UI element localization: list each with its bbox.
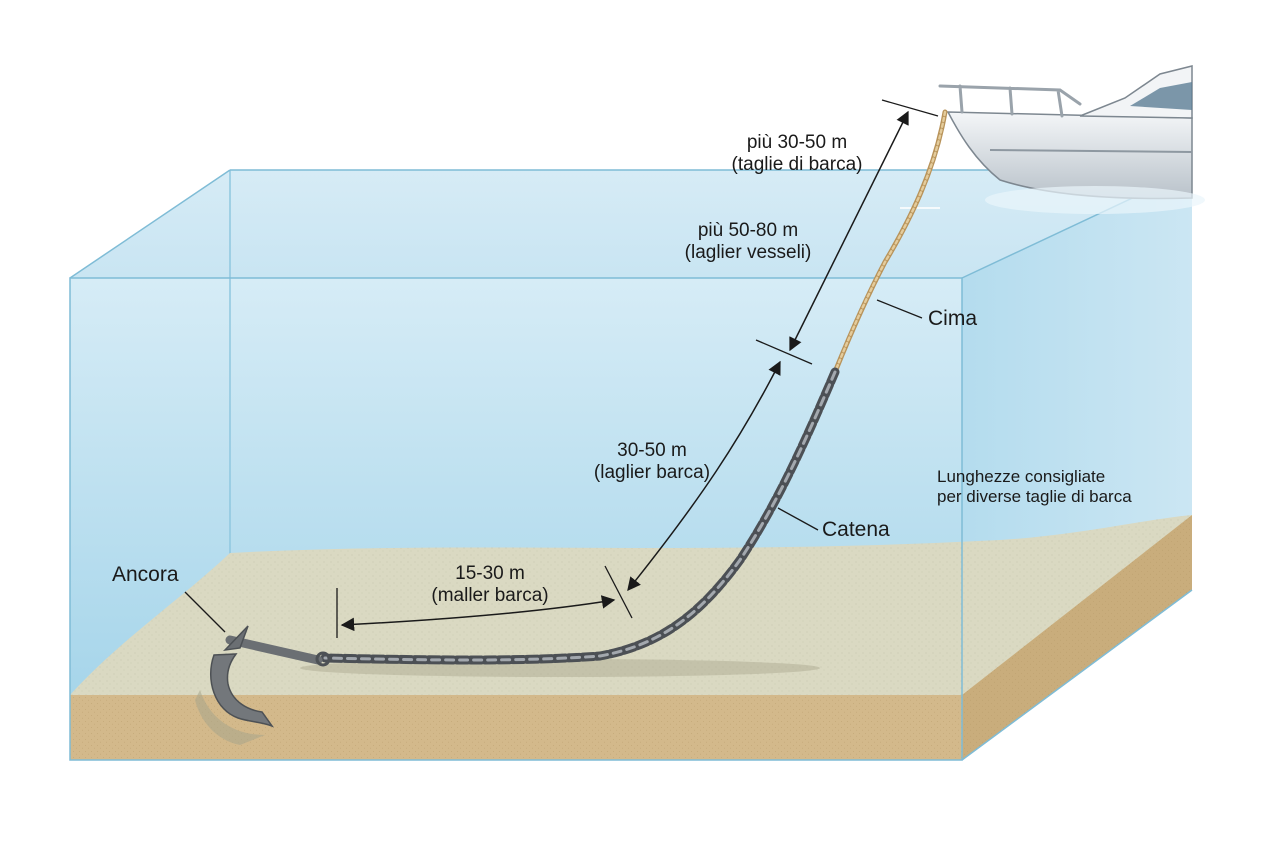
boat-wake <box>985 186 1205 214</box>
catena-label: Catena <box>822 518 890 541</box>
catena-leader <box>777 507 819 531</box>
anchor-ring <box>315 651 331 667</box>
anchor-arm <box>210 653 275 728</box>
tank-front-outline <box>69 277 963 761</box>
measure-4-note: (maller barca) <box>431 584 549 606</box>
measure-2-note: (laglier vesseli) <box>684 241 812 263</box>
seabed-surface-texture <box>70 515 1192 700</box>
boat-hull-stripe <box>989 149 1193 153</box>
boat-railing <box>938 84 1082 118</box>
anchor-shadow <box>195 690 265 745</box>
arrow-rope-length <box>789 110 909 352</box>
tick-rope-chain <box>755 339 813 365</box>
anchor-chain-highlight <box>323 370 837 662</box>
measure-1-note: (taglie di barca) <box>731 153 863 175</box>
water-top-face <box>70 170 1192 278</box>
measure-1-length: più 30-50 m <box>746 132 848 153</box>
info-text: Lunghezze consigliate per diverse taglie… <box>937 467 1132 506</box>
measure-3: 30-50 m (laglier barca) <box>582 440 722 484</box>
ancora-label: Ancora <box>112 563 179 586</box>
measure-3-note: (laglier barca) <box>593 461 711 483</box>
anchor <box>195 625 331 745</box>
measure-4-length: 15-30 m <box>455 563 525 584</box>
tick-boat <box>881 99 939 117</box>
seabed-right-texture <box>962 515 1192 760</box>
measure-4: 15-30 m (maller barca) <box>420 563 560 607</box>
measure-2-length: più 50-80 m <box>697 220 799 241</box>
tick-chain-mid <box>604 565 633 619</box>
tank-right-outline <box>69 169 1193 761</box>
ancora-leader <box>184 591 226 633</box>
boat <box>900 65 1205 214</box>
seabed-front-texture <box>70 695 962 760</box>
measure-3-length: 30-50 m <box>617 440 687 461</box>
boat-window <box>1130 82 1192 110</box>
arrow-chain-upper <box>627 360 781 592</box>
water-side-face <box>962 170 1192 600</box>
info-line-2: per diverse taglie di barca <box>937 486 1132 506</box>
arrow-chain-lower <box>340 595 616 632</box>
anchor-fluke-upper <box>222 625 249 652</box>
cima-label: Cima <box>928 307 978 330</box>
info-line-1: Lunghezze consigliate <box>937 467 1106 486</box>
measure-2: più 50-80 m (laglier vesseli) <box>668 220 828 264</box>
measure-1: più 30-50 m (taglie di barca) <box>722 132 872 176</box>
